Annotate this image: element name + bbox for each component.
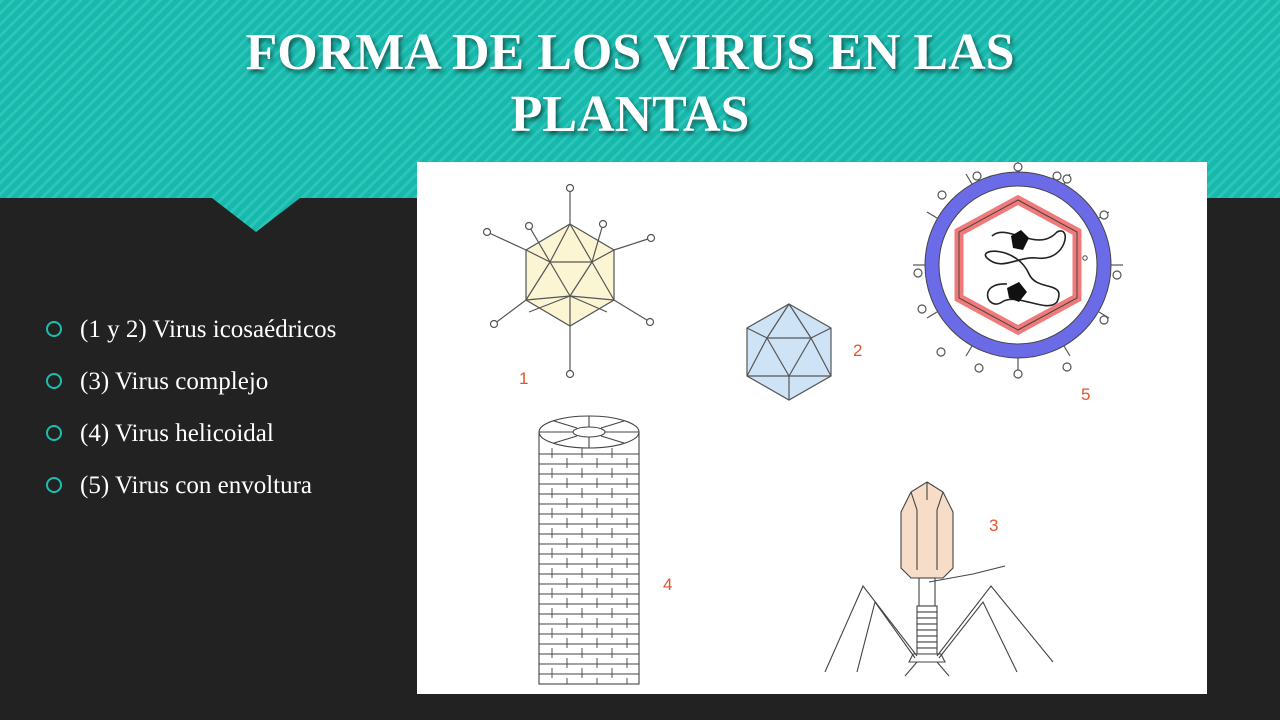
figure-label-1: 1 [519,369,528,388]
enveloped-virus-drawing [913,162,1123,379]
page-title: FORMA DE LOS VIRUS EN LAS PLANTAS [150,22,1110,146]
bullet-list: (1 y 2) Virus icosaédricos (3) Virus com… [46,314,406,522]
bullet-item-icosahedral: (1 y 2) Virus icosaédricos [46,314,406,346]
title-line-2: PLANTAS [510,86,750,143]
figure-label-4: 4 [663,575,672,594]
title-line-1: FORMA DE LOS VIRUS EN LAS [245,24,1015,81]
figure-label-3: 3 [989,516,998,535]
circle-bullet-icon [46,373,62,389]
bullet-item-helical: (4) Virus helicoidal [46,418,406,450]
circle-bullet-icon [46,321,62,337]
virus-shapes-illustration: 1 2 [417,162,1207,694]
icosahedron-virus-drawing [746,303,832,401]
complex-virus-drawing [824,481,1054,677]
bullet-text: (4) Virus helicoidal [80,420,274,447]
circle-bullet-icon [46,425,62,441]
circle-bullet-icon [46,477,62,493]
bullet-item-complex: (3) Virus complejo [46,366,406,398]
icosahedral-spiked-virus-drawing [482,183,656,379]
bullet-text: (3) Virus complejo [80,368,269,395]
figure-label-2: 2 [853,341,862,360]
bullet-text: (5) Virus con envoltura [80,472,313,499]
figure-label-5: 5 [1081,385,1090,404]
bullet-item-enveloped: (5) Virus con envoltura [46,470,406,502]
helical-virus-drawing [538,415,640,685]
bullet-text: (1 y 2) Virus icosaédricos [80,316,337,343]
